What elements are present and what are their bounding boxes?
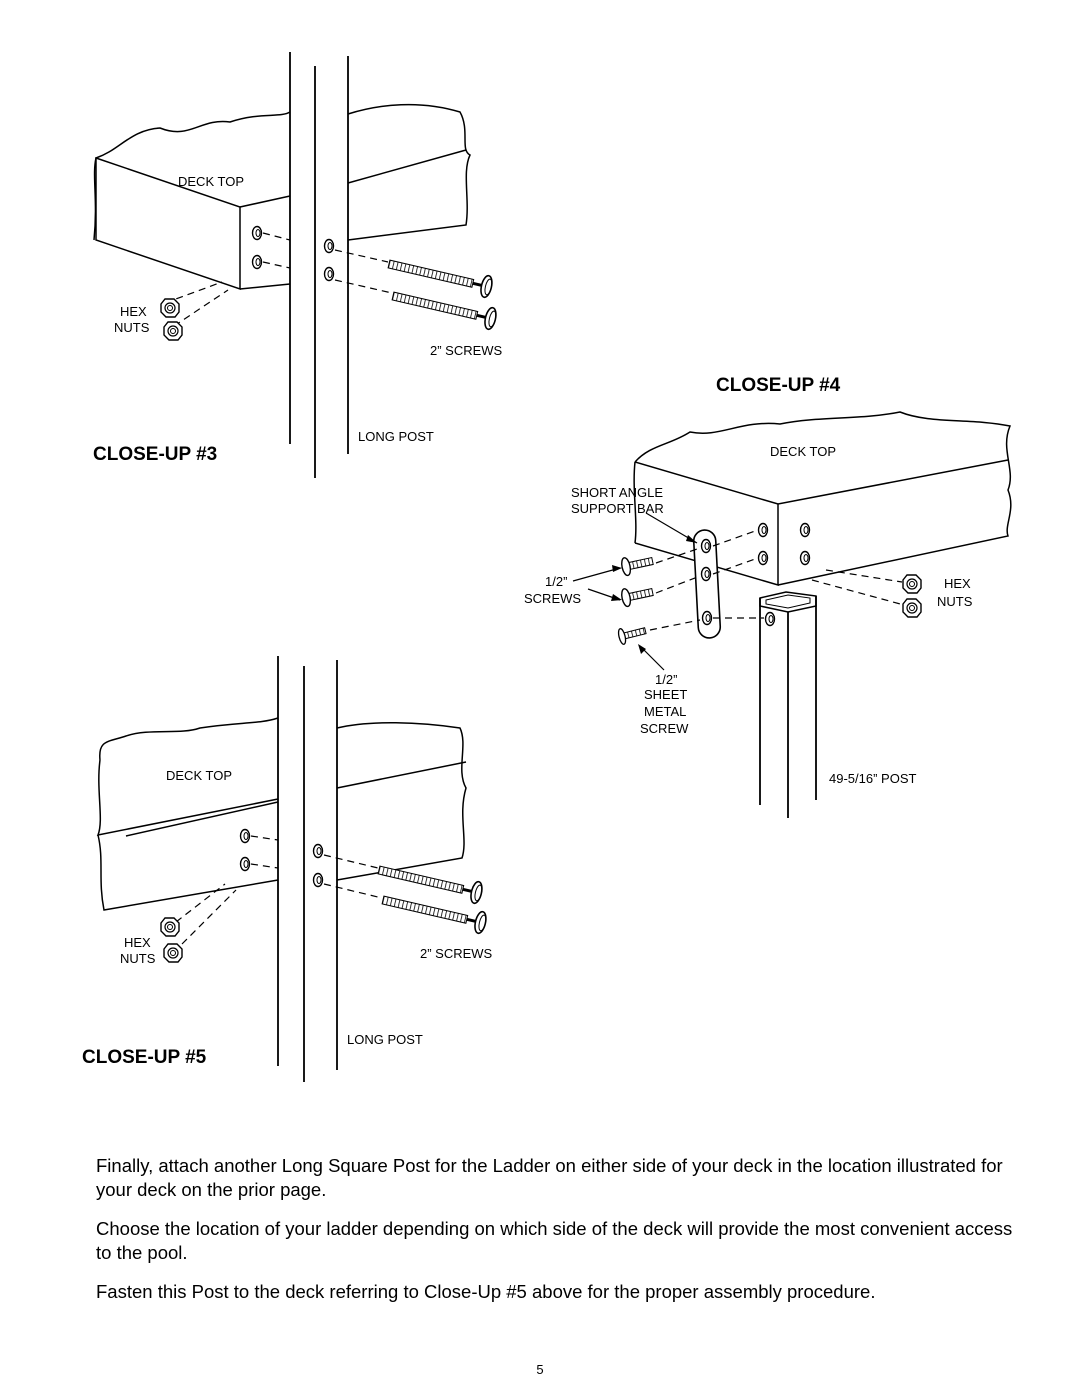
screws-label: 2” SCREWS	[420, 946, 493, 961]
half-inch-label: 1/2”	[545, 574, 567, 589]
instruction-paragraph-2: Choose the location of your ladder depen…	[96, 1218, 1013, 1263]
screw-label: SCREW	[640, 721, 689, 736]
deck-top-label: DECK TOP	[166, 768, 232, 783]
hex-nut-icon	[160, 917, 180, 937]
hex-nut-icon	[160, 298, 180, 318]
page-number: 5	[536, 1362, 544, 1377]
metal-label: METAL	[644, 704, 686, 719]
support-bar-label: SUPPORT BAR	[571, 501, 664, 516]
nuts-label: NUTS	[114, 320, 150, 335]
nuts-label: NUTS	[937, 594, 973, 609]
instruction-paragraph-1: Finally, attach another Long Square Post…	[96, 1155, 1003, 1200]
screws-label: 2” SCREWS	[430, 343, 503, 358]
hex-nut-icon	[163, 321, 183, 341]
hex-label: HEX	[120, 304, 147, 319]
deck-top-label: DECK TOP	[770, 444, 836, 459]
closeup-3-title: CLOSE-UP #3	[93, 444, 217, 465]
sheet-label: SHEET	[644, 687, 687, 702]
short-angle-label: SHORT ANGLE	[571, 485, 663, 500]
long-post-label: LONG POST	[358, 429, 434, 444]
closeup-5: DECK TOP HEX NUTS 2” SCREWS LONG POST CL…	[82, 656, 493, 1082]
instruction-paragraph-3: Fasten this Post to the deck referring t…	[96, 1281, 876, 1302]
deck-top-surface	[95, 103, 471, 241]
square-post-49	[759, 591, 817, 818]
closeup-4: CLOSE-UP #4	[524, 375, 1012, 818]
closeup-3: DECK TOP HEX NUTS 2” SCREWS LONG POST CL…	[93, 52, 503, 478]
hex-label: HEX	[124, 935, 151, 950]
nuts-label: NUTS	[120, 951, 156, 966]
hex-nut-icon	[902, 574, 922, 594]
hex-nut-icon	[902, 598, 922, 618]
post-label: 49-5/16” POST	[829, 771, 916, 786]
closeup-4-title: CLOSE-UP #4	[716, 375, 841, 396]
long-post-label: LONG POST	[347, 1032, 423, 1047]
support-bar	[692, 529, 722, 639]
deck-top-surface	[99, 717, 467, 881]
long-post-5	[277, 656, 338, 1082]
hex-nut-icon	[163, 943, 183, 963]
long-post-3	[289, 52, 349, 478]
screws-label: SCREWS	[524, 591, 581, 606]
sheet-metal-size-label: 1/2”	[655, 672, 677, 687]
deck-top-label: DECK TOP	[178, 174, 244, 189]
hex-label: HEX	[944, 576, 971, 591]
closeup-5-title: CLOSE-UP #5	[82, 1047, 207, 1068]
deck-top-surface	[634, 411, 1012, 586]
